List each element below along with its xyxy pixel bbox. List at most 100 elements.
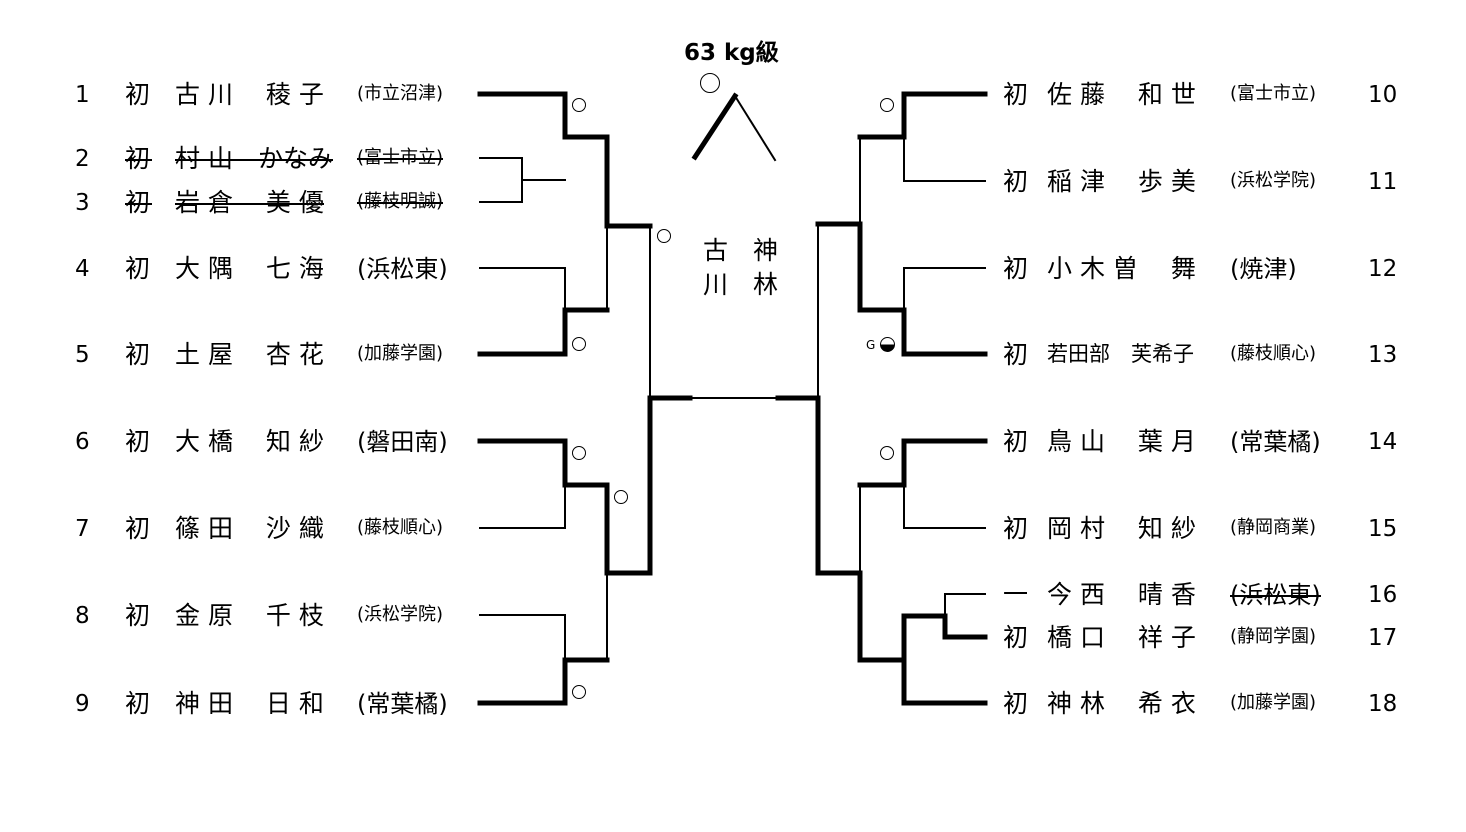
seed-number: 6: [75, 429, 90, 455]
bracket-line: [479, 267, 566, 311]
final-decision-stroke: [733, 94, 777, 162]
school-name: (富士市立): [1230, 83, 1317, 104]
seed-number: 17: [1368, 625, 1398, 651]
school-name: (藤枝順心): [1230, 343, 1317, 364]
school-name: (浜松学院): [1230, 170, 1317, 191]
player-name: 古 川 稜 子: [175, 80, 324, 109]
seed-number: 14: [1368, 429, 1398, 455]
bracket-line: [903, 136, 986, 182]
player-name: 土 屋 杏 花: [175, 340, 324, 369]
seed-number: 16: [1368, 582, 1398, 608]
bracket-line: [944, 593, 986, 638]
grade-mark: 初: [125, 188, 153, 217]
grade-mark: 初: [125, 689, 153, 718]
grade-mark: 初: [125, 427, 153, 456]
player-name: 大 橋 知 紗: [175, 427, 324, 456]
seed-number: 5: [75, 342, 90, 368]
winner-line: [477, 657, 610, 706]
school-name: (常葉橘): [1230, 428, 1321, 456]
player-name: 篠 田 沙 織: [175, 514, 324, 543]
win-mark: [880, 446, 894, 460]
player-name: 若田部 芙希子: [1047, 342, 1194, 366]
final-win-mark: [700, 73, 720, 93]
grade-mark: 初: [125, 601, 153, 630]
weight-class-title: 63 kg級: [684, 40, 779, 66]
grade-mark: 初: [125, 514, 153, 543]
school-name: (加藤学園): [357, 343, 444, 364]
final-decision-stroke: [691, 92, 739, 161]
seed-number: 7: [75, 516, 90, 542]
grade-mark: 初: [1003, 623, 1031, 652]
grade-mark: 初: [1003, 340, 1031, 369]
grade-mark: 初: [1003, 514, 1031, 543]
winner-line: [775, 395, 988, 663]
seed-number: 1: [75, 82, 90, 108]
grade-mark: 初: [125, 340, 153, 369]
grade-mark: 一: [1003, 580, 1031, 609]
school-name: (焼津): [1230, 255, 1297, 283]
grade-mark: 初: [1003, 689, 1031, 718]
player-name: 神 田 日 和: [175, 689, 324, 718]
seed-number: 8: [75, 603, 90, 629]
court-label-row: 川 林: [703, 270, 779, 299]
bracket-line: [903, 484, 986, 529]
court-label: 古 神 川 林: [703, 234, 778, 302]
player-name: 村 山 かなみ: [175, 144, 333, 173]
player-name: 神 林 希 衣: [1047, 689, 1196, 718]
seed-number: 4: [75, 256, 90, 282]
school-name: (静岡商業): [1230, 517, 1317, 538]
win-mark: [572, 98, 586, 112]
winner-line: [857, 438, 988, 488]
win-mark: [657, 229, 671, 243]
bracket-line: [903, 267, 986, 311]
player-name: 岩 倉 美 優: [175, 188, 324, 217]
seed-number: 11: [1368, 169, 1398, 195]
seed-number: 13: [1368, 342, 1398, 368]
golden-score-label: G: [866, 338, 876, 352]
winner-line: [815, 221, 988, 357]
winner-line: [901, 657, 988, 706]
school-name: (浜松東): [357, 255, 448, 283]
grade-mark: 初: [125, 80, 153, 109]
grade-mark: 初: [1003, 427, 1031, 456]
school-name: (浜松学院): [357, 604, 444, 625]
bracket-line: [479, 484, 566, 529]
school-name: (藤枝明誠): [357, 191, 444, 212]
school-name: (磐田南): [357, 428, 448, 456]
school-name: (富士市立): [357, 147, 444, 168]
school-name: (静岡学園): [1230, 626, 1317, 647]
player-name: 今 西 晴 香: [1047, 580, 1196, 609]
player-name: 金 原 千 枝: [175, 601, 324, 630]
school-name: (市立沼津): [357, 83, 444, 104]
player-name: 橋 口 祥 子: [1047, 623, 1196, 652]
win-mark: [572, 446, 586, 460]
grade-mark: 初: [125, 144, 153, 173]
win-mark: [572, 337, 586, 351]
bracket-line: [479, 614, 566, 661]
player-name: 稲 津 歩 美: [1047, 167, 1196, 196]
player-name: 鳥 山 葉 月: [1047, 427, 1196, 456]
school-name: (浜松東): [1230, 581, 1321, 609]
seed-number: 15: [1368, 516, 1398, 542]
player-name: 大 隅 七 海: [175, 254, 324, 283]
seed-number: 3: [75, 190, 90, 216]
grade-mark: 初: [125, 254, 153, 283]
seed-number: 10: [1368, 82, 1398, 108]
winner-line: [477, 395, 653, 576]
bracket-line: [479, 157, 566, 203]
court-label-row: 古 神: [703, 236, 779, 265]
win-mark: [880, 98, 894, 112]
school-name: (常葉橘): [357, 690, 448, 718]
grade-mark: 初: [1003, 167, 1031, 196]
winner-line: [477, 307, 610, 357]
player-name: 佐 藤 和 世: [1047, 80, 1196, 109]
school-name: (藤枝順心): [357, 517, 444, 538]
win-mark: [572, 685, 586, 699]
seed-number: 18: [1368, 691, 1398, 717]
grade-mark: 初: [1003, 80, 1031, 109]
win-mark: [614, 490, 628, 504]
player-name: 小 木 曽 舞: [1047, 254, 1196, 283]
player-name: 岡 村 知 紗: [1047, 514, 1196, 543]
